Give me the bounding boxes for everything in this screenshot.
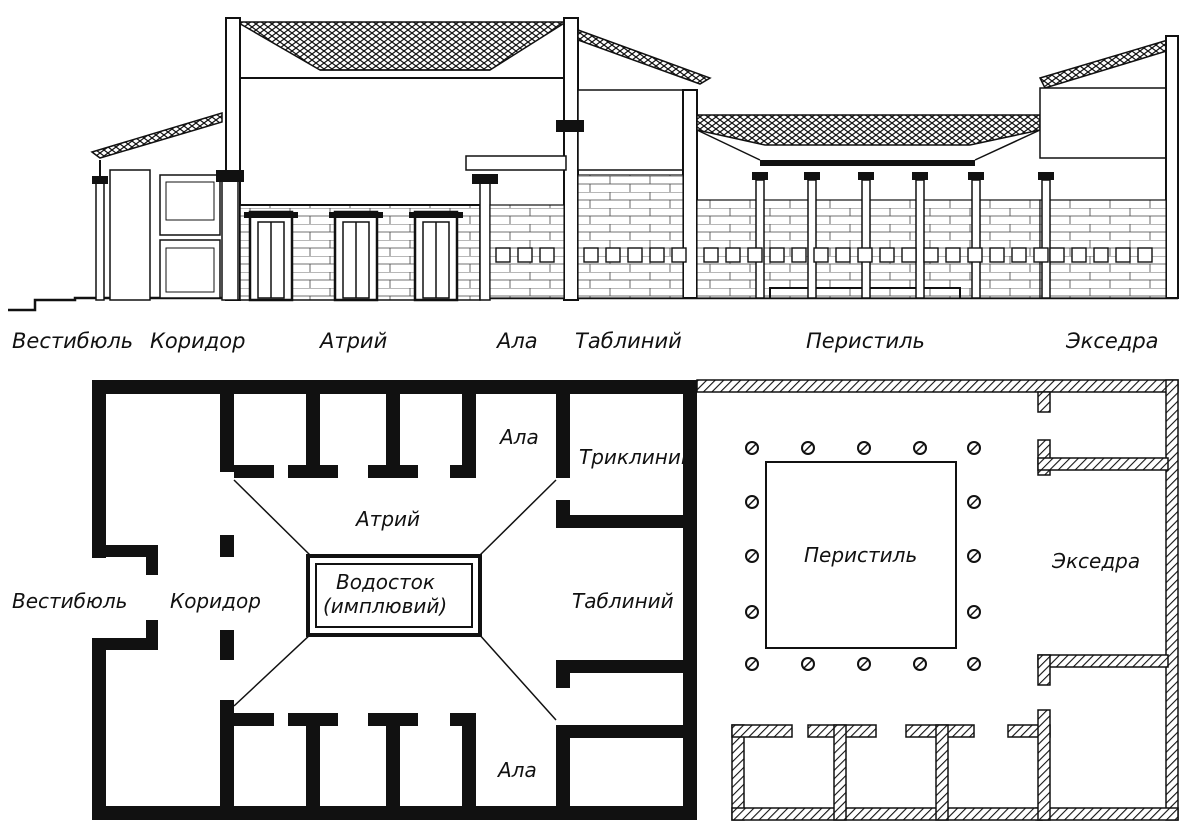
plan-label-ala-top: Ала [498, 425, 539, 449]
wall-window [495, 247, 511, 263]
section-column [912, 172, 928, 299]
wall-window [1093, 247, 1109, 263]
plan-label-ala-bottom: Ала [496, 758, 537, 782]
house-walls [92, 380, 697, 820]
wall-window [1071, 247, 1087, 263]
wall-window [769, 247, 785, 263]
section-column [804, 172, 820, 299]
plan-column [801, 441, 815, 455]
plan-column [967, 657, 981, 671]
wall-window [605, 247, 621, 263]
section-column [752, 172, 768, 299]
wall-window [1115, 247, 1131, 263]
plan-column [967, 605, 981, 619]
wall-window [539, 247, 555, 263]
vestibule-corridor-wall [92, 169, 221, 301]
floor-plan [92, 379, 1179, 821]
wall-window [583, 247, 599, 263]
wall-window [901, 247, 917, 263]
plan-column [857, 657, 871, 671]
wall-window [857, 247, 873, 263]
peristyle-walls [696, 379, 1179, 821]
peristyle-columns [752, 172, 1054, 299]
section-elevation [8, 17, 1179, 312]
plan-label-peristyle: Перистиль [804, 543, 917, 567]
plan-column [913, 441, 927, 455]
ground-line [8, 296, 1178, 312]
peristyle-garden [765, 461, 957, 649]
wall-window [791, 247, 807, 263]
impluvium-label-1: Водосток [336, 570, 435, 594]
plan-label-tablinum: Таблиний [572, 589, 674, 613]
plan-column [745, 495, 759, 509]
wall-window [923, 247, 939, 263]
plan-column [745, 549, 759, 563]
atrium-diagonals [233, 479, 557, 721]
section-column [968, 172, 984, 299]
section-label-exedra: Экседра [1065, 329, 1159, 353]
plan-column [801, 657, 815, 671]
section-labels: Вестибюль Коридор Атрий Ала Таблиний Пер… [12, 329, 1159, 353]
plan-label-triclinium: Триклиний [579, 445, 694, 469]
plan-column [913, 657, 927, 671]
wall-window [649, 247, 665, 263]
wall-window [1033, 247, 1049, 263]
wall-window [967, 247, 983, 263]
atrium-door-3 [409, 210, 463, 302]
wall-window [879, 247, 895, 263]
wall-window [747, 247, 763, 263]
wall-window [1011, 247, 1027, 263]
wall-window [517, 247, 533, 263]
plan-label-exedra: Экседра [1051, 549, 1140, 573]
tablinum-section [556, 89, 698, 299]
plan-column [745, 605, 759, 619]
plan-column [967, 441, 981, 455]
section-label-corridor: Коридор [150, 329, 245, 353]
section-label-atrium: Атрий [318, 329, 387, 353]
wall-window [989, 247, 1005, 263]
plan-label-vestibule: Вестибюль [12, 589, 127, 613]
plan-column [967, 495, 981, 509]
plan-label-atrium: Атрий [354, 507, 420, 531]
wall-window [725, 247, 741, 263]
plan-columns [745, 441, 981, 671]
wall-window [1137, 247, 1153, 263]
plan-column [857, 441, 871, 455]
impluvium-label-2: (имплювий) [323, 594, 447, 618]
wall-window [703, 247, 719, 263]
section-label-peristyle: Перистиль [806, 329, 925, 353]
section-label-ala: Ала [495, 329, 538, 353]
atrium-door-2 [329, 210, 383, 302]
plan-column [745, 657, 759, 671]
section-column [1038, 172, 1054, 299]
ala-section [465, 155, 567, 301]
section-label-vestibule: Вестибюль [12, 329, 133, 353]
wall-window [671, 247, 687, 263]
plan-column [745, 441, 759, 455]
atrium-door-1 [244, 210, 298, 302]
section-label-tablinum: Таблиний [575, 329, 682, 353]
impluvium [306, 554, 482, 637]
atrium-wall [216, 170, 481, 302]
wall-windows [495, 247, 1153, 263]
plan-labels: Ала Триклиний Атрий Водосток (имплювий) … [12, 425, 1140, 782]
plan-column [967, 549, 981, 563]
wall-window [1049, 247, 1065, 263]
wall-window [627, 247, 643, 263]
wall-window [945, 247, 961, 263]
wall-window [813, 247, 829, 263]
section-column [858, 172, 874, 299]
atrium-roof [225, 17, 712, 301]
wall-window [835, 247, 851, 263]
plan-label-corridor: Коридор [170, 589, 261, 613]
